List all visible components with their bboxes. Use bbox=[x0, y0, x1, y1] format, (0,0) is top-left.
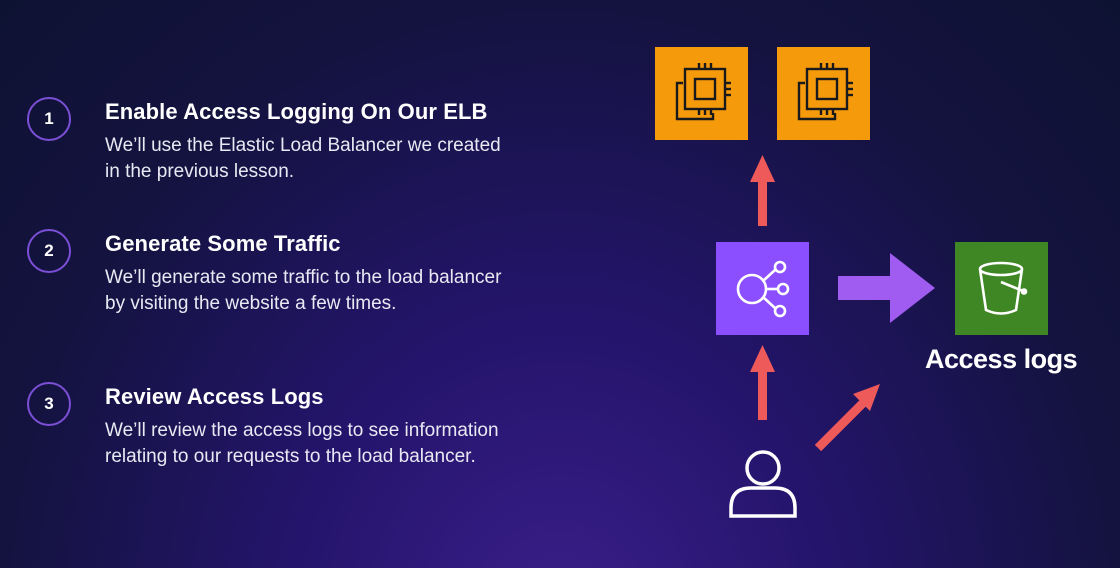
step-title: Enable Access Logging On Our ELB bbox=[105, 99, 488, 124]
user-to-elb-arrow bbox=[750, 345, 775, 420]
elb-to-s3-log-arrow bbox=[838, 253, 935, 323]
step-title: Generate Some Traffic bbox=[105, 231, 341, 256]
ec2-instance-icon bbox=[675, 63, 731, 121]
ec2-instance-box bbox=[777, 47, 870, 140]
s3-bucket-box bbox=[955, 242, 1048, 335]
s3-bucket-icon bbox=[978, 261, 1028, 315]
step-description: We’ll use the Elastic Load Balancer we c… bbox=[105, 135, 501, 182]
step-number-badge: 1 bbox=[27, 97, 71, 141]
user-to-s3-arrow bbox=[814, 384, 880, 452]
step-title: Review Access Logs bbox=[105, 384, 324, 409]
step-description: We’ll review the access logs to see info… bbox=[105, 420, 499, 467]
step-description: We’ll generate some traffic to the load … bbox=[105, 267, 502, 314]
step-number-badge: 3 bbox=[27, 382, 71, 426]
step-number-badge: 2 bbox=[27, 229, 71, 273]
s3-caption: Access logs bbox=[925, 344, 1078, 374]
user-icon bbox=[729, 450, 797, 518]
ec2-instance-box bbox=[655, 47, 748, 140]
ec2-instance-icon bbox=[797, 63, 853, 121]
elb-to-ec2-arrow bbox=[750, 155, 775, 226]
elastic-load-balancer-icon bbox=[736, 260, 790, 318]
load-balancer-box bbox=[716, 242, 809, 335]
